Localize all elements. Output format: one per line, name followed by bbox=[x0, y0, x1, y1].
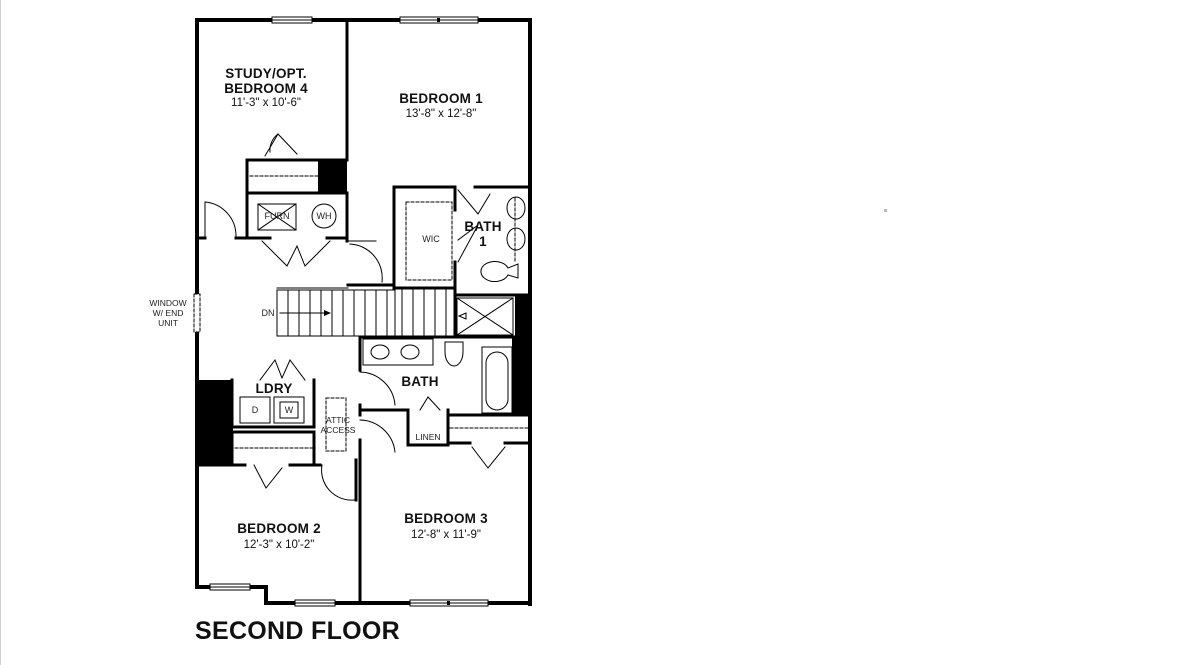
image-border bbox=[0, 0, 1, 665]
bath1-name-line1: BATH bbox=[464, 219, 502, 234]
attic-access-label: ATTIC ACCESS bbox=[321, 415, 356, 435]
doors bbox=[204, 133, 506, 501]
room-bedroom3-dimensions: 12'-8" x 11'-9" bbox=[411, 529, 481, 541]
room-laundry-name: LDRY bbox=[255, 381, 293, 396]
dryer-label: D bbox=[251, 405, 259, 415]
window-line3: UNIT bbox=[158, 318, 178, 328]
room-bath-name: BATH bbox=[401, 374, 439, 389]
stairs bbox=[276, 287, 447, 337]
window-end-unit-annotation: WINDOW W/ END UNIT bbox=[149, 298, 186, 328]
wic-label: WIC bbox=[422, 234, 440, 244]
window-line2: W/ END bbox=[152, 308, 184, 318]
furnace-label: FURN bbox=[264, 211, 290, 221]
attic-line1: ATTIC bbox=[326, 415, 350, 425]
room-bedroom3-name: BEDROOM 3 bbox=[404, 511, 488, 526]
room-bedroom1-dimensions: 13'-8" x 12'-8" bbox=[405, 108, 477, 120]
stairs-down-label: DN bbox=[261, 308, 275, 318]
bath1-name-line2: 1 bbox=[479, 234, 487, 249]
stray-mark bbox=[884, 209, 887, 212]
chases bbox=[197, 160, 530, 465]
study-name-line1: STUDY/OPT. bbox=[225, 66, 307, 81]
attic-line2: ACCESS bbox=[320, 425, 356, 435]
room-bath1-name: BATH 1 bbox=[464, 219, 501, 249]
room-study-name: STUDY/OPT. BEDROOM 4 bbox=[224, 66, 308, 96]
room-study-dimensions: 11'-3" x 10'-6" bbox=[231, 97, 301, 109]
fixtures bbox=[239, 196, 526, 424]
closet-shelves bbox=[234, 175, 529, 452]
water-heater-label: WH bbox=[316, 211, 332, 221]
study-name-line2: BEDROOM 4 bbox=[224, 81, 308, 96]
floor-title: SECOND FLOOR bbox=[195, 617, 400, 645]
room-bedroom1-name: BEDROOM 1 bbox=[399, 91, 483, 106]
shower bbox=[456, 297, 514, 336]
washer-label: W bbox=[284, 405, 294, 415]
room-bedroom2-dimensions: 12'-3" x 10'-2" bbox=[243, 539, 315, 551]
linen-label: LINEN bbox=[415, 432, 441, 442]
window-line1: WINDOW bbox=[149, 298, 187, 308]
room-bedroom2-name: BEDROOM 2 bbox=[237, 521, 321, 536]
